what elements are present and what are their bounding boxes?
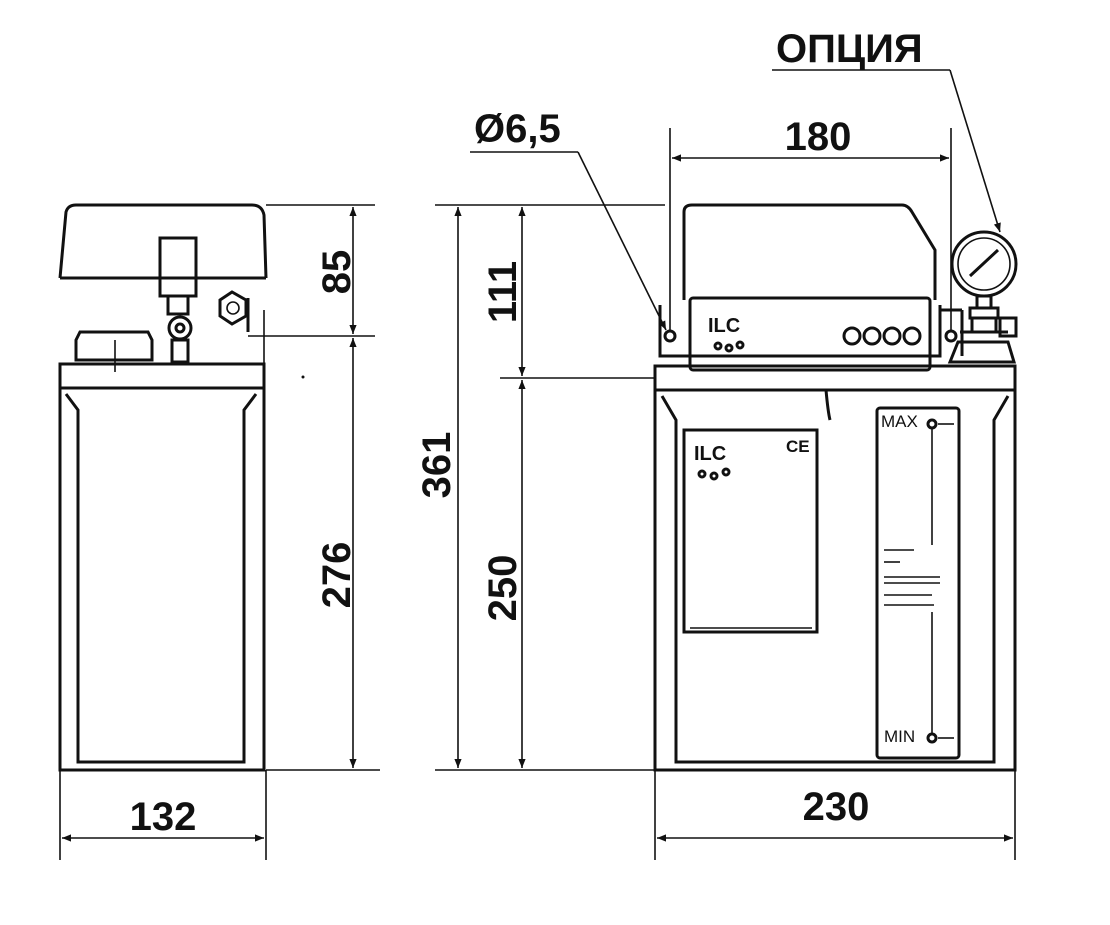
drop-icon xyxy=(713,341,723,351)
drop-icon xyxy=(735,340,745,350)
dim-mount-spacing-label: 180 xyxy=(785,115,852,159)
dim-side-width-label: 132 xyxy=(130,795,197,839)
dim-side-top-label: 85 xyxy=(315,250,359,295)
dim-side-heights: 85 276 xyxy=(248,204,380,771)
level-window xyxy=(875,406,961,760)
level-fine-print xyxy=(884,549,940,606)
dim-front-width-label: 230 xyxy=(803,785,870,829)
drop-icon xyxy=(721,467,731,477)
pressure-gauge xyxy=(947,230,1018,364)
drop-icon xyxy=(697,469,707,479)
solenoid-block xyxy=(158,236,198,298)
drop-icon xyxy=(709,471,719,481)
hole-diameter-callout: Ø6,5 xyxy=(470,107,667,331)
panel-brand-logo: ILC xyxy=(708,315,740,337)
filler-cap xyxy=(74,330,154,362)
panel-indicators xyxy=(842,326,922,346)
hole-diameter-label: Ø6,5 xyxy=(474,107,561,151)
dim-side-width: 132 xyxy=(59,770,267,860)
ce-mark: CE xyxy=(786,437,810,456)
control-panel xyxy=(688,296,932,372)
dim-total-height-label: 361 xyxy=(415,432,459,499)
dim-front-top-label: 111 xyxy=(481,261,525,323)
mount-hole-left xyxy=(663,329,677,343)
nameplate-brand-logo: ILC xyxy=(694,443,726,465)
dim-side-body-label: 276 xyxy=(315,542,359,609)
nameplate xyxy=(682,428,819,634)
front-view: ILC ILC CE MAX MIN xyxy=(653,203,1018,772)
dim-front-heights: 111 250 xyxy=(481,207,655,768)
dim-total-height: 361 xyxy=(415,204,665,771)
side-view xyxy=(58,203,305,772)
mount-hole-right xyxy=(944,329,958,343)
option-label: ОПЦИЯ xyxy=(776,27,923,71)
fitting-nut xyxy=(218,290,248,326)
level-max-label: MAX xyxy=(881,412,918,431)
dim-front-width: 230 xyxy=(654,770,1016,860)
option-callout: ОПЦИЯ xyxy=(772,27,1001,233)
dim-mount-spacing: 180 xyxy=(669,115,952,330)
drop-icon xyxy=(724,343,734,353)
dim-front-body-label: 250 xyxy=(481,555,525,622)
level-min-label: MIN xyxy=(884,727,915,746)
